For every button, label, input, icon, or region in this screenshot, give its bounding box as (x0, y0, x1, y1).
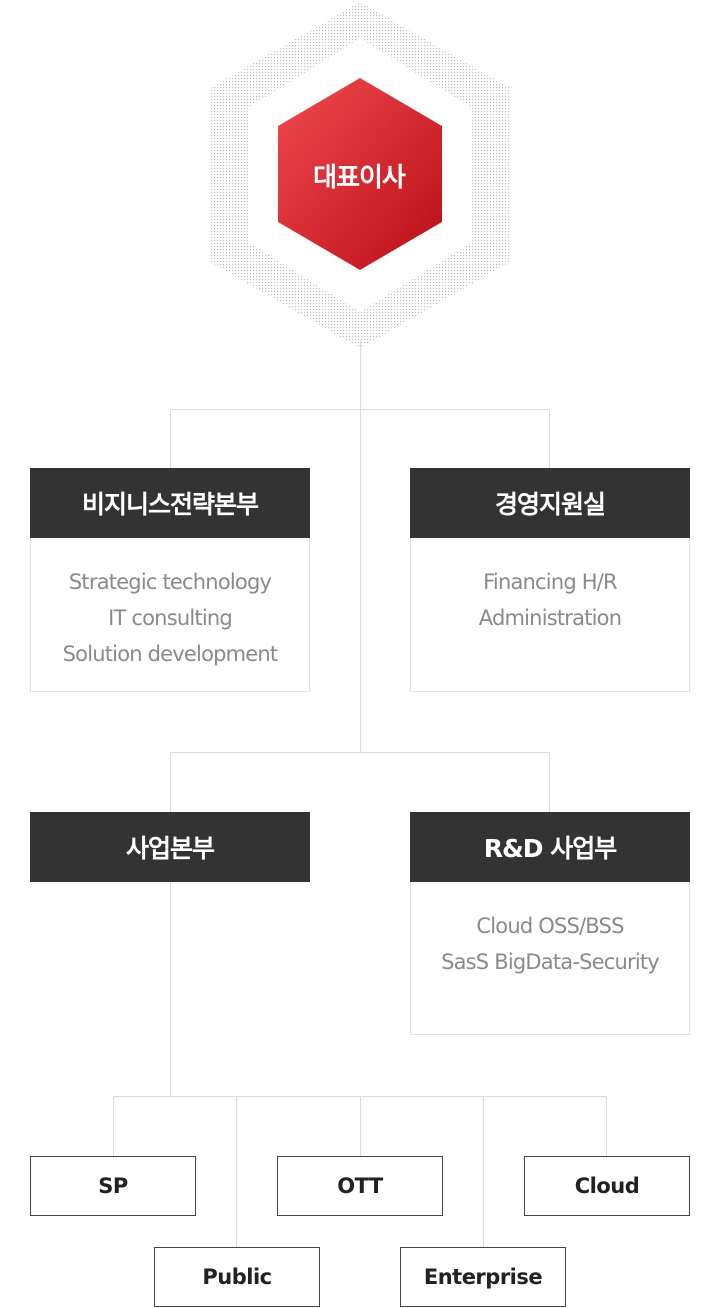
ceo-hexagon-inner-red (278, 78, 442, 270)
team-enterprise: Enterprise (400, 1247, 566, 1307)
list-item: Strategic technology (68, 570, 272, 594)
list-item: Solution development (62, 642, 279, 666)
list-item: IT consulting (108, 606, 233, 630)
list-item: Financing H/R (483, 570, 617, 594)
connector-team-enterprise (483, 1096, 484, 1247)
connector-row1-right (549, 409, 550, 468)
dept-rnd-division-header: R&D 사업부 (410, 812, 690, 882)
dept-rnd-division-body: Cloud OSS/BSS SasS BigData-Security (410, 882, 690, 1035)
dept-business-division-header: 사업본부 (30, 812, 310, 882)
connector-team-public (236, 1096, 237, 1247)
connector-ceo-trunk (360, 340, 361, 752)
team-sp: SP (30, 1156, 196, 1216)
connector-business-down (170, 882, 171, 1097)
connector-team-ott (360, 1096, 361, 1156)
team-public: Public (154, 1247, 320, 1307)
list-item: Administration (478, 606, 622, 630)
connector-row1-left (170, 409, 171, 468)
team-ott: OTT (277, 1156, 443, 1216)
dept-business-strategy-header: 비지니스전략본부 (30, 468, 310, 538)
dept-management-support-header: 경영지원실 (410, 468, 690, 538)
connector-team-cloud (606, 1096, 607, 1156)
ceo-hexagon-graphic (210, 2, 510, 348)
connector-row2-right (549, 752, 550, 812)
connector-row2-horizontal (170, 752, 550, 753)
team-cloud: Cloud (524, 1156, 690, 1216)
ceo-title: 대표이사 (313, 162, 406, 193)
connector-row1-horizontal (170, 409, 550, 410)
connector-team-sp (113, 1096, 114, 1156)
dept-business-strategy-body: Strategic technology IT consulting Solut… (30, 538, 310, 692)
list-item: Cloud OSS/BSS (476, 914, 624, 938)
list-item: SasS BigData-Security (441, 950, 660, 974)
ceo-hexagon (208, 0, 512, 350)
connector-row2-left (170, 752, 171, 812)
dept-management-support-body: Financing H/R Administration (410, 538, 690, 692)
